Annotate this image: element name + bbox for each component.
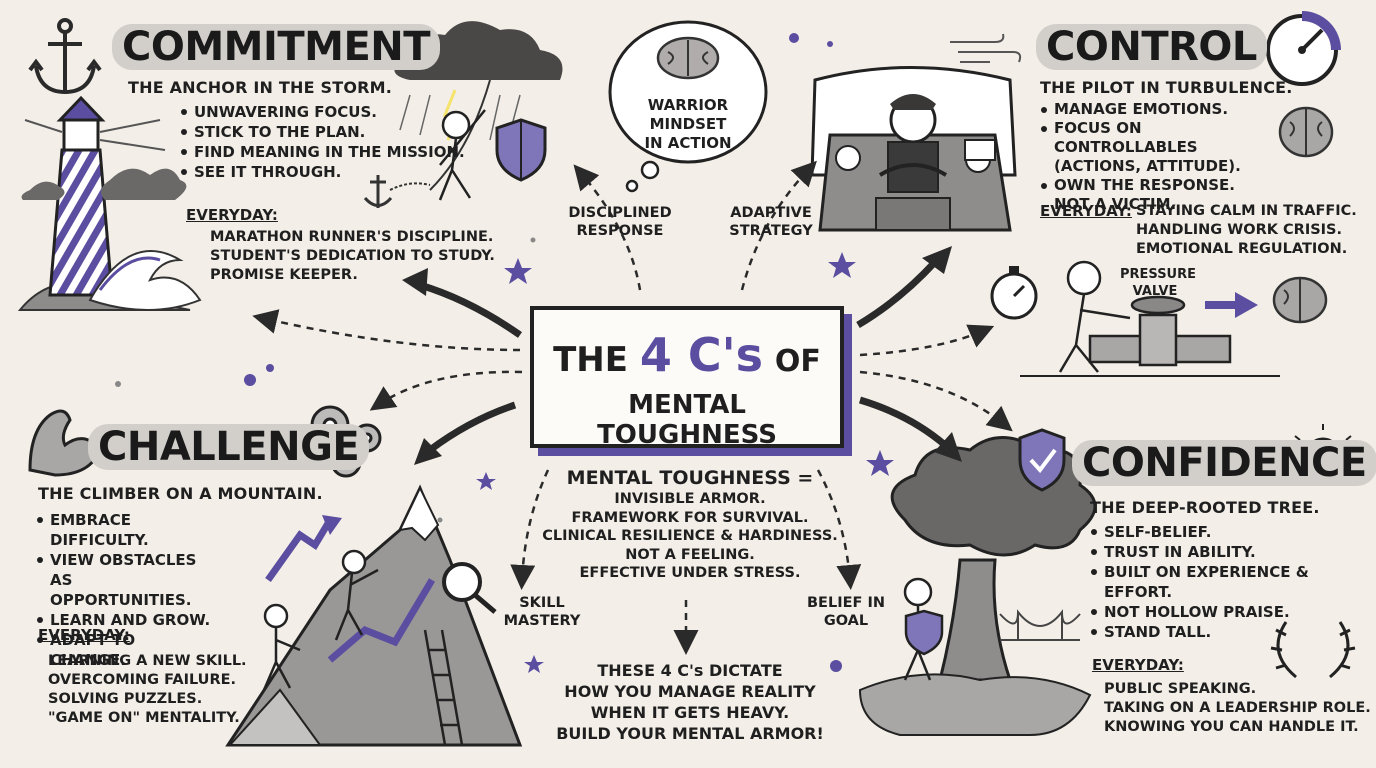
list-item: MARATHON RUNNER'S DISCIPLINE. xyxy=(210,229,494,245)
center-title-line: THE 4 C's OF xyxy=(534,328,840,382)
list-item: STAYING CALM IN TRAFFIC. xyxy=(1136,203,1357,219)
definition-block: MENTAL TOUGHNESS = INVISIBLE ARMOR. FRAM… xyxy=(540,466,840,583)
list-item: MANAGE EMOTIONS. xyxy=(1040,100,1270,119)
list-item: OVERCOMING FAILURE. xyxy=(48,672,237,688)
closing-line: BUILD YOUR MENTAL ARMOR! xyxy=(556,724,824,743)
control-points: MANAGE EMOTIONS. FOCUS ON CONTROLLABLES … xyxy=(1040,100,1270,214)
center-the: THE xyxy=(553,340,628,380)
label-adaptive-strategy: ADAPTIVE STRATEGY xyxy=(729,205,813,239)
control-everyday: STAYING CALM IN TRAFFIC. HANDLING WORK C… xyxy=(1136,202,1357,259)
brain-icon xyxy=(1278,106,1334,158)
closing-line: HOW YOU MANAGE REALITY xyxy=(564,682,816,701)
confidence-title: CONFIDENCE xyxy=(1072,440,1376,486)
list-item: PUBLIC SPEAKING. xyxy=(1104,681,1257,697)
list-item: LEARN AND GROW. xyxy=(36,610,216,630)
definition-line: NOT A FEELING. xyxy=(625,546,755,563)
lighthouse-icon xyxy=(17,95,202,311)
list-item: STICK TO THE PLAN. xyxy=(180,122,465,142)
confidence-points: SELF-BELIEF. TRUST IN ABILITY. BUILT ON … xyxy=(1090,522,1376,642)
list-item: PROMISE KEEPER. xyxy=(210,267,358,283)
list-item: SEE IT THROUGH. xyxy=(180,162,465,182)
center-title-box: THE 4 C's OF MENTAL TOUGHNESS xyxy=(530,306,844,450)
center-of: OF xyxy=(774,344,821,379)
list-item: LEARNING A NEW SKILL. xyxy=(48,653,247,669)
anchor-icon xyxy=(28,18,102,95)
bridge-icon xyxy=(999,609,1081,641)
wind-icon xyxy=(950,33,1022,63)
challenge-everyday-label: EVERYDAY: xyxy=(38,626,130,644)
list-item: UNWAVERING FOCUS. xyxy=(180,102,465,122)
definition-line: CLINICAL RESILIENCE & HARDINESS. xyxy=(542,528,838,544)
list-item: KNOWING YOU CAN HANDLE IT. xyxy=(1104,719,1359,735)
list-item: STUDENT'S DEDICATION TO STUDY. xyxy=(210,248,495,264)
list-item: STAND TALL. xyxy=(1090,622,1376,642)
commitment-everyday-label: EVERYDAY: xyxy=(186,206,278,224)
label-skill-mastery: SKILL MASTERY xyxy=(503,595,581,629)
list-item: NOT HOLLOW PRAISE. xyxy=(1090,602,1376,622)
pilot-cockpit-icon xyxy=(810,66,1017,232)
commitment-everyday: MARATHON RUNNER'S DISCIPLINE. STUDENT'S … xyxy=(210,228,495,285)
closing-line: THESE 4 C's DICTATE xyxy=(597,661,783,680)
closing-line: WHEN IT GETS HEAVY. xyxy=(590,703,790,722)
mountain-climber-icon xyxy=(225,484,523,747)
list-item: EMBRACE DIFFICULTY. xyxy=(36,510,216,550)
pressure-valve-icon xyxy=(1020,260,1280,377)
center-four-cs: 4 C's xyxy=(639,328,764,382)
definition-line: INVISIBLE ARMOR. xyxy=(614,491,766,507)
challenge-title: CHALLENGE xyxy=(88,424,370,470)
list-item: TRUST IN ABILITY. xyxy=(1090,542,1376,562)
list-item: TAKING ON A LEADERSHIP ROLE. xyxy=(1104,700,1371,716)
confidence-everyday-label: EVERYDAY: xyxy=(1092,656,1184,674)
list-item: EMOTIONAL REGULATION. xyxy=(1136,241,1348,257)
list-item: VIEW OBSTACLES AS OPPORTUNITIES. xyxy=(36,550,216,610)
center-subtitle: MENTAL TOUGHNESS xyxy=(597,390,777,450)
commitment-subtitle: THE ANCHOR IN THE STORM. xyxy=(128,78,393,97)
list-item: OWN THE RESPONSE. NOT A VICTIM. xyxy=(1040,176,1270,214)
confidence-subtitle: THE DEEP-ROOTED TREE. xyxy=(1090,498,1320,517)
decorative-dots xyxy=(115,33,842,672)
brain-small-icon xyxy=(1272,276,1328,324)
control-everyday-label: EVERYDAY: xyxy=(1040,202,1132,220)
star-icons xyxy=(476,252,894,673)
shield-check-icon xyxy=(1018,428,1066,492)
control-subtitle: THE PILOT IN TURBULENCE. xyxy=(1040,78,1293,97)
gauge-icon xyxy=(1266,11,1341,86)
stopwatch-icon xyxy=(990,266,1038,320)
closing-block: THESE 4 C's DICTATE HOW YOU MANAGE REALI… xyxy=(550,660,830,744)
challenge-points: EMBRACE DIFFICULTY. VIEW OBSTACLES AS OP… xyxy=(36,510,216,670)
list-item: BUILT ON EXPERIENCE & EFFORT. xyxy=(1090,562,1376,602)
thought-text: WARRIOR MINDSET IN ACTION xyxy=(644,96,732,152)
label-disciplined-response: DISCIPLINED RESPONSE xyxy=(568,205,672,239)
label-pressure-valve: PRESSURE VALVE xyxy=(1120,267,1197,299)
list-item: FIND MEANING IN THE MISSION. xyxy=(180,142,465,162)
tree-icon xyxy=(858,436,1097,736)
definition-line: FRAMEWORK FOR SURVIVAL. xyxy=(571,509,809,526)
list-item: HANDLING WORK CRISIS. xyxy=(1136,222,1343,238)
challenge-subtitle: THE CLIMBER ON A MOUNTAIN. xyxy=(38,484,323,503)
laurel-icon xyxy=(1270,621,1356,679)
list-item: "GAME ON" MENTALITY. xyxy=(48,710,240,726)
confidence-everyday: PUBLIC SPEAKING. TAKING ON A LEADERSHIP … xyxy=(1104,680,1371,737)
control-title: CONTROL xyxy=(1036,24,1267,70)
commitment-points: UNWAVERING FOCUS. STICK TO THE PLAN. FIN… xyxy=(180,102,465,182)
list-item: SELF-BELIEF. xyxy=(1090,522,1376,542)
list-item: FOCUS ON CONTROLLABLES (ACTIONS, ATTITUD… xyxy=(1040,119,1270,176)
definition-line: EFFECTIVE UNDER STRESS. xyxy=(579,565,801,581)
label-belief-in-goal: BELIEF IN GOAL xyxy=(807,595,885,629)
commitment-title: COMMITMENT xyxy=(112,24,441,70)
arrows xyxy=(252,160,1013,655)
challenge-everyday: LEARNING A NEW SKILL. OVERCOMING FAILURE… xyxy=(48,652,247,728)
list-item: ADAPT TO CHANGE. xyxy=(36,630,216,670)
definition-heading: MENTAL TOUGHNESS = xyxy=(566,467,814,489)
thought-bubble-icon xyxy=(608,20,768,193)
list-item: SOLVING PUZZLES. xyxy=(48,691,203,707)
